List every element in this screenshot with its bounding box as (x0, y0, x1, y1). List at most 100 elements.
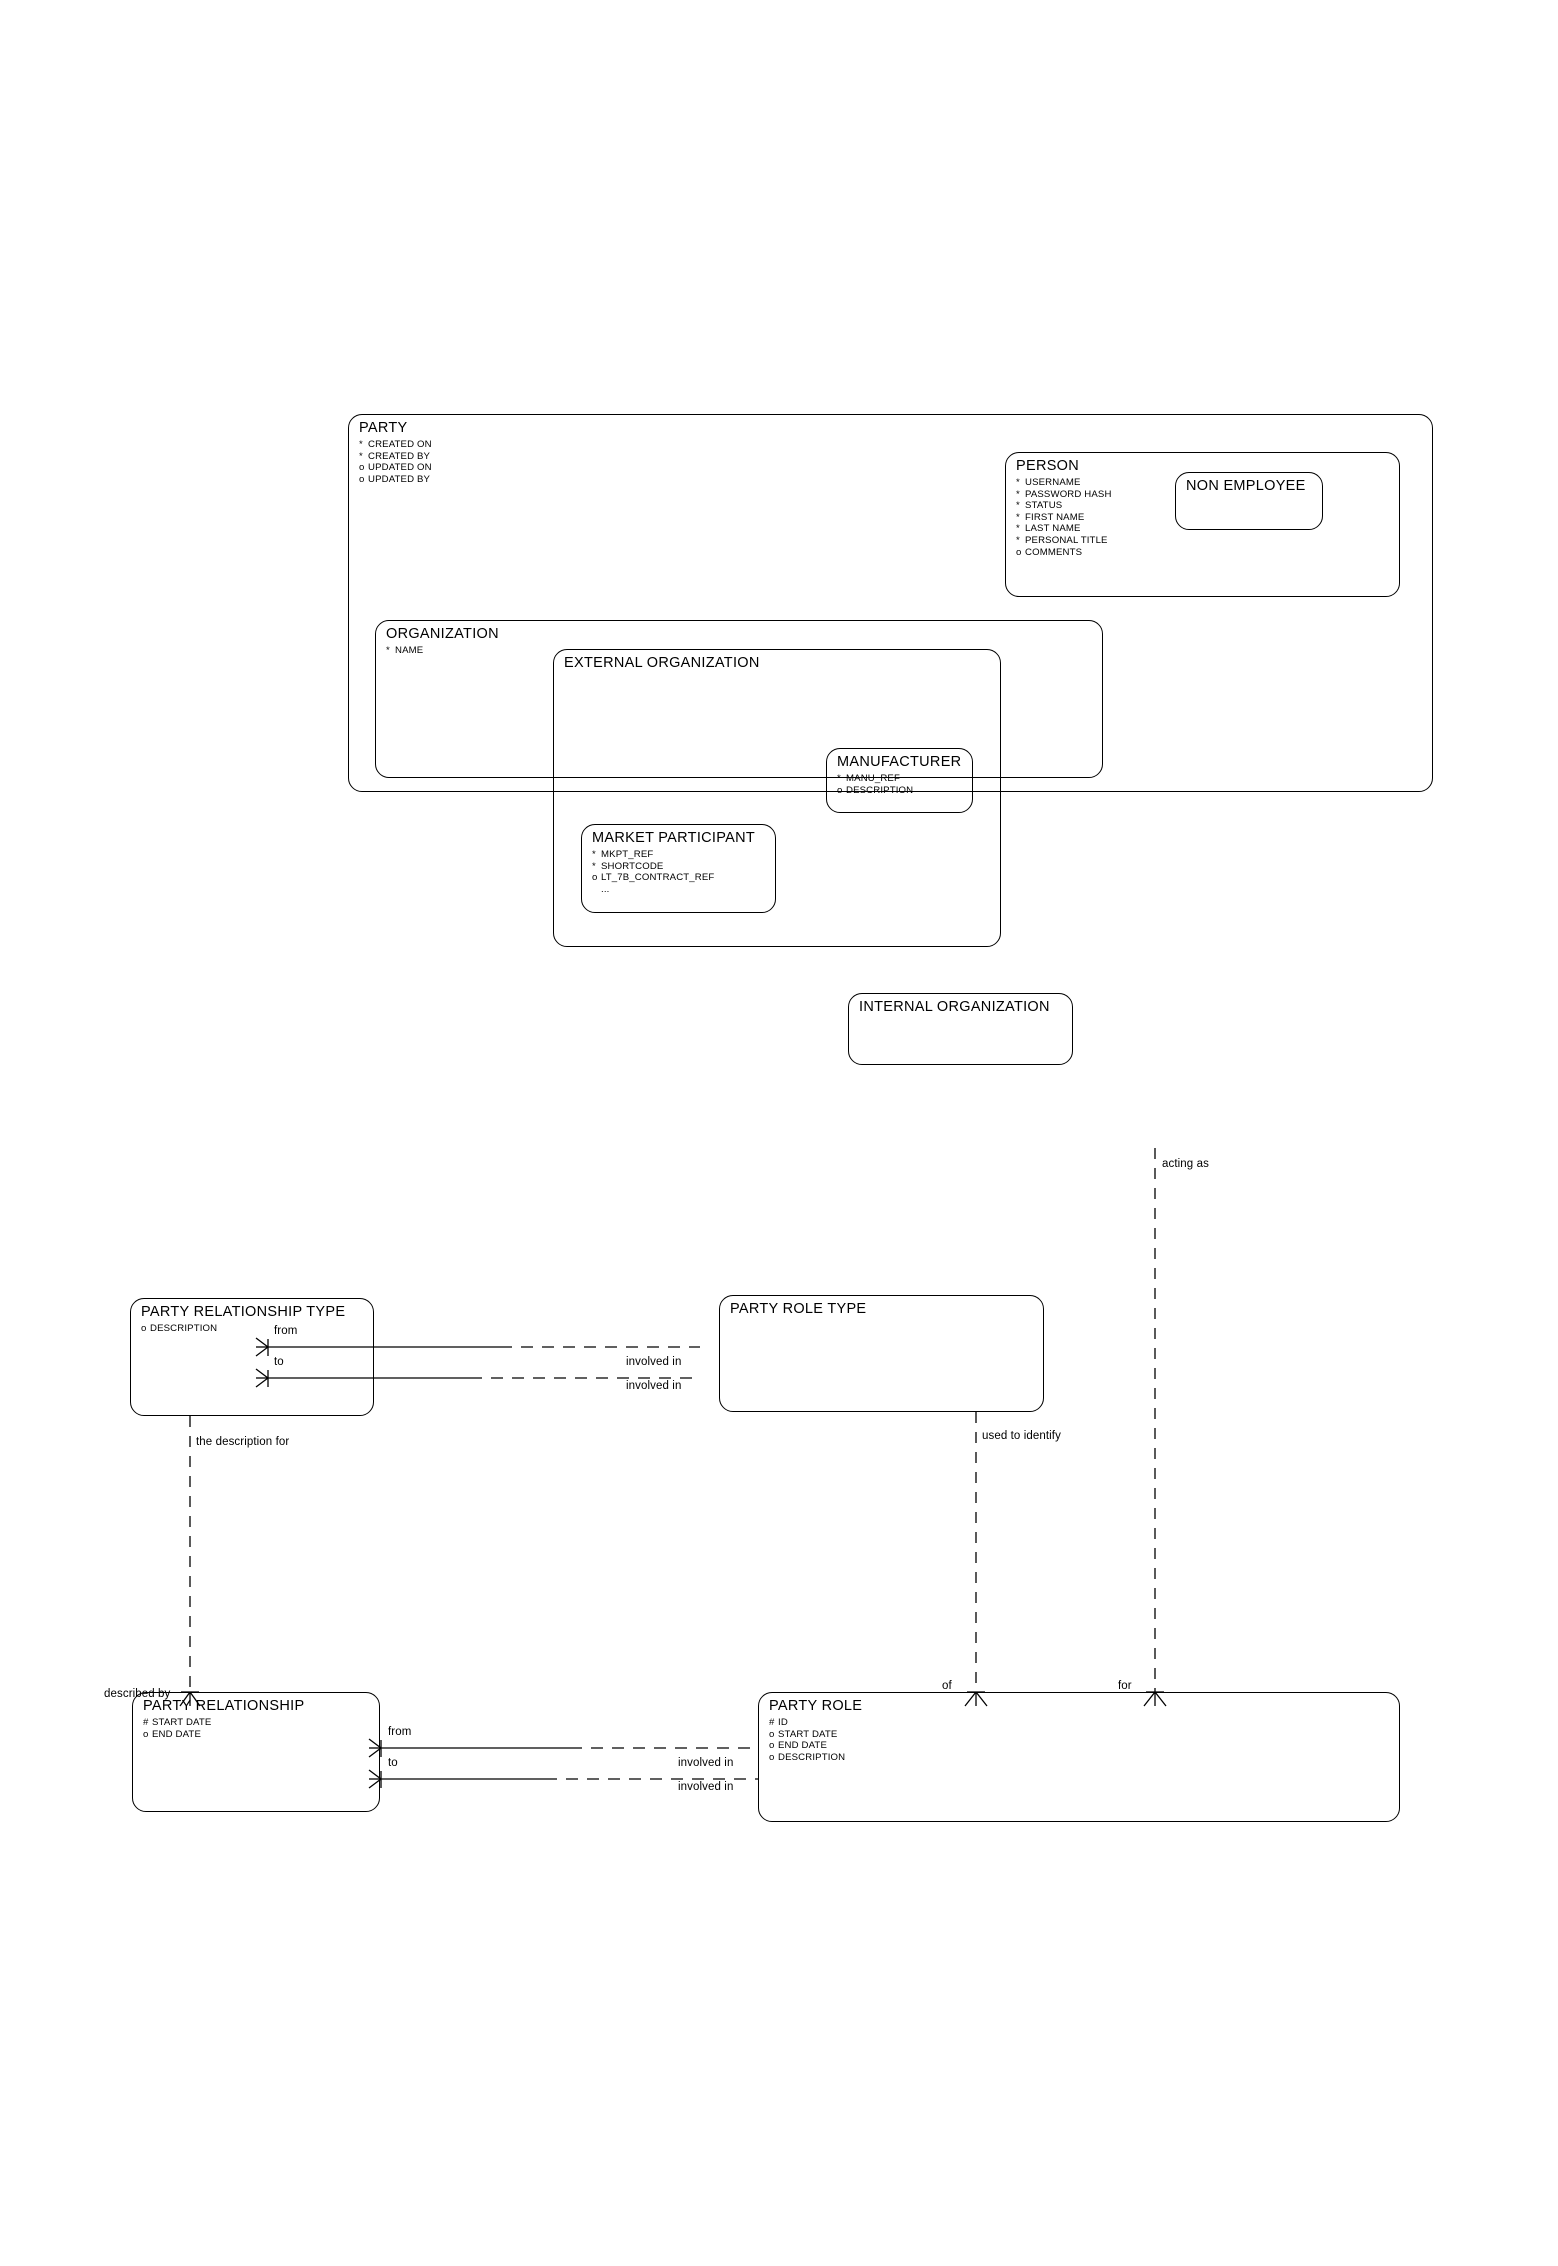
entity-organization-attributes: * NAME (386, 645, 423, 657)
attr-label: STATUS (1025, 500, 1063, 512)
attr-row: * CREATED ON (359, 439, 432, 451)
attr-row: * CREATED BY (359, 451, 432, 463)
entity-manufacturer-title: MANUFACTURER (837, 754, 962, 770)
entity-organization[interactable]: ORGANIZATION * NAME (375, 620, 1103, 778)
attr-label: LAST NAME (1025, 523, 1081, 535)
attr-row: * MKPT_REF (592, 849, 714, 861)
attr-label: MKPT_REF (601, 849, 654, 860)
attr-row: * MANU_REF (837, 773, 913, 785)
attr-marker: o (769, 1740, 775, 1752)
attr-label: SHORTCODE (601, 860, 664, 872)
attr-label: DESCRIPTION (778, 1751, 846, 1763)
attr-row: *USERNAME (1016, 477, 1112, 489)
entity-organization-title: ORGANIZATION (386, 626, 499, 642)
attr-label: START DATE (152, 1717, 212, 1728)
entity-party-role-title: PARTY ROLE (769, 1698, 863, 1714)
rel-label-of: of (942, 1680, 952, 1692)
attr-marker: * (1016, 523, 1020, 535)
attr-marker: o (143, 1728, 149, 1740)
attr-marker: * (1016, 488, 1020, 500)
rel-label-acting-as: acting as (1162, 1158, 1209, 1170)
attr-row: * PERSONAL TITLE (1016, 535, 1112, 547)
attr-marker: o (837, 784, 843, 796)
attr-label: DESCRIPTION (846, 784, 914, 796)
entity-external-organization-title: EXTERNAL ORGANIZATION (564, 655, 760, 671)
attr-marker: o (769, 1751, 775, 1763)
attr-label: DESCRIPTION (150, 1323, 218, 1334)
rel-label-pr-to: to (388, 1757, 398, 1769)
rel-label-for: for (1118, 1680, 1132, 1692)
entity-external-organization[interactable]: EXTERNAL ORGANIZATION (553, 649, 1001, 947)
rel-label-prt-from: from (274, 1325, 298, 1337)
attr-row: * SHORTCODE (592, 861, 714, 873)
attr-label: LT_7B_CONTRACT_REF (601, 872, 715, 884)
attr-marker: o (141, 1323, 147, 1334)
attr-label: PERSONAL TITLE (1025, 534, 1108, 546)
attr-marker: # (769, 1717, 775, 1728)
entity-non-employee[interactable]: NON EMPLOYEE (1175, 472, 1323, 530)
attr-marker: * (837, 773, 841, 784)
entity-party-role-type[interactable]: PARTY ROLE TYPE (719, 1295, 1044, 1412)
entity-internal-organization-title: INTERNAL ORGANIZATION (859, 999, 1050, 1015)
entity-market-participant[interactable]: MARKET PARTICIPANT *MKPT_REF *SHORTCODE … (581, 824, 776, 913)
attr-row: #ID (769, 1717, 845, 1729)
attr-marker: * (592, 849, 596, 860)
entity-person-attributes: *USERNAME *PASSWORD HASH *STATUS *FIRST … (1016, 477, 1112, 558)
attr-marker: * (359, 439, 363, 450)
attr-label: START DATE (778, 1728, 838, 1740)
entity-party-title: PARTY (359, 420, 408, 436)
entity-market-participant-title: MARKET PARTICIPANT (592, 830, 756, 846)
attr-label: CREATED BY (368, 450, 431, 462)
attr-label: UPDATED ON (368, 462, 432, 474)
attr-marker: o (769, 1728, 775, 1740)
attr-label: MANU_REF (846, 773, 900, 784)
crowsfoot-prt-to (255, 1368, 269, 1388)
attr-row: #START DATE (143, 1717, 211, 1729)
attr-label: NAME (395, 645, 424, 656)
attr-marker: * (1016, 500, 1020, 512)
attr-row: * STATUS (1016, 500, 1112, 512)
attr-marker: * (386, 645, 390, 656)
entity-internal-organization[interactable]: INTERNAL ORGANIZATION (848, 993, 1073, 1065)
attr-marker: o (359, 462, 365, 474)
entity-non-employee-title: NON EMPLOYEE (1186, 478, 1306, 494)
attr-marker: o (592, 872, 598, 884)
rel-label-used-to-identify: used to identify (982, 1430, 1061, 1442)
entity-person[interactable]: PERSON *USERNAME *PASSWORD HASH *STATUS … (1005, 452, 1400, 597)
entity-party-relationship-type-title: PARTY RELATIONSHIP TYPE (141, 1304, 346, 1320)
attr-marker: * (592, 860, 596, 872)
entity-party-role-type-title: PARTY ROLE TYPE (730, 1301, 867, 1317)
attr-marker: o (359, 473, 365, 485)
crowsfoot-prt-from (255, 1337, 269, 1357)
entity-person-title: PERSON (1016, 458, 1080, 474)
attr-marker: * (359, 450, 363, 462)
rel-label-prt-involved-in-2: involved in (626, 1380, 682, 1392)
rel-label-prt-involved-in-1: involved in (626, 1356, 682, 1368)
attr-label: COMMENTS (1025, 546, 1083, 558)
attr-row: ... (592, 884, 714, 896)
attr-marker: * (1016, 534, 1020, 546)
rel-label-described-by: described by (104, 1688, 171, 1700)
attr-label: CREATED ON (368, 439, 432, 450)
attr-row: * LAST NAME (1016, 523, 1112, 535)
